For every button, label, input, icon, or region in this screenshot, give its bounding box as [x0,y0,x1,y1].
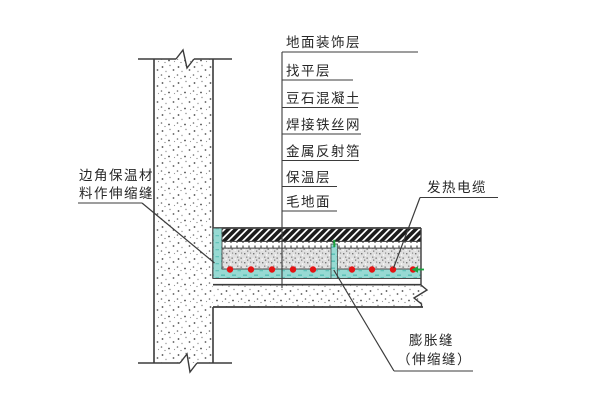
edge-insulation-leader-line [141,202,215,264]
edge-insulation-label-line2: 料作伸缩缝 [79,186,154,202]
callout-expansion-joint: 膨胀缝 （伸缩缝） [333,269,473,372]
heating-cable-dot [268,266,276,273]
heating-cable-dot [247,266,255,273]
label-insulation-layer: 保温层 [286,170,331,186]
floor-right-break-edge-icon [412,228,429,307]
expansion-joint-strip [330,243,338,279]
heating-cable-dot [389,266,397,273]
callout-heating-cable: 发热电缆 [392,180,498,269]
layer-concrete [222,248,421,269]
layer-leveling-ticks [222,241,421,248]
expansion-joint-leader-line [333,269,395,372]
expansion-joint-label-line2: （伸缩缝） [397,352,472,368]
callout-edge-insulation: 边角保温材 料作伸缩缝 [78,168,215,264]
heating-cable-leader-line [392,197,421,269]
heating-cable-dot [368,266,376,273]
break-mark-top-icon [175,48,195,70]
heating-cable-label: 发热电缆 [427,180,487,196]
cable-arrow-head-icon [411,266,418,273]
layer-foil-gap [213,279,421,285]
floor-assembly [212,227,429,308]
break-mark-bottom-icon [179,352,198,374]
layer-decorative-hatch [222,228,421,242]
label-subfloor: 毛地面 [286,195,331,211]
label-pea-concrete: 豆石混凝土 [286,91,361,107]
label-decorative-layer: 地面装饰层 [286,35,361,51]
layer-label-stack: 地面装饰层 找平层 豆石混凝土 焊接铁丝网 金属反射箔 保温层 毛地面 [281,35,418,288]
expansion-joint-label-line1: 膨胀缝 [409,333,454,349]
edge-insulation-label-line1: 边角保温材 [79,168,154,184]
green-markers [333,239,424,273]
heating-cable-dot [226,266,234,273]
heating-cable-dot [289,266,297,273]
heating-cable-dot [348,266,356,273]
layer-subfloor-slab [213,285,423,307]
heating-cable-dot [309,266,317,273]
wall-stipple-fill [154,59,213,363]
wall-section [138,48,232,374]
label-leveling-layer: 找平层 [286,64,331,80]
label-reflective-foil: 金属反射箔 [286,144,361,160]
label-welded-mesh: 焊接铁丝网 [286,117,361,134]
